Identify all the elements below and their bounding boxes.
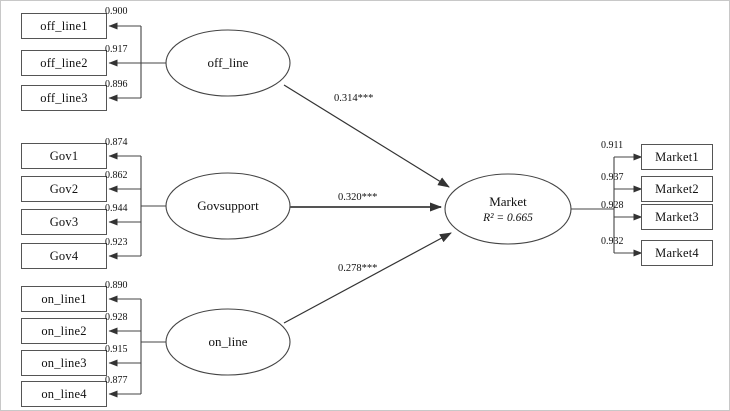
indicator-box-on_line3[interactable]: on_line3 [21,350,107,376]
loading-label-Market1: 0.911 [601,140,624,151]
indicator-box-off_line3[interactable]: off_line3 [21,85,107,111]
indicator-box-on_line2[interactable]: on_line2 [21,318,107,344]
loading-label-on_line2: 0.928 [105,312,128,323]
indicator-box-Market3[interactable]: Market3 [641,204,713,230]
indicator-box-on_line1[interactable]: on_line1 [21,286,107,312]
loading-label-on_line1: 0.890 [105,280,128,291]
indicator-box-off_line2[interactable]: off_line2 [21,50,107,76]
indicator-box-off_line1[interactable]: off_line1 [21,13,107,39]
loading-label-Gov4: 0.923 [105,237,128,248]
path-label-on_line-to-market: 0.278*** [338,263,378,274]
indicator-box-Gov1[interactable]: Gov1 [21,143,107,169]
indicator-box-Gov3[interactable]: Gov3 [21,209,107,235]
loading-label-Market2: 0.937 [601,172,624,183]
loading-label-on_line4: 0.877 [105,375,128,386]
loading-label-on_line3: 0.915 [105,344,128,355]
loading-label-Market3: 0.928 [601,200,624,211]
indicator-box-Market1[interactable]: Market1 [641,144,713,170]
loading-label-Gov2: 0.862 [105,170,128,181]
indicator-box-Gov4[interactable]: Gov4 [21,243,107,269]
loading-label-off_line2: 0.917 [105,44,128,55]
indicator-box-on_line4[interactable]: on_line4 [21,381,107,407]
path-label-govsupport-to-market: 0.320*** [338,192,378,203]
indicator-box-Gov2[interactable]: Gov2 [21,176,107,202]
loading-label-Market4: 0.932 [601,236,624,247]
indicator-box-Market4[interactable]: Market4 [641,240,713,266]
path-label-off_line-to-market: 0.314*** [334,93,374,104]
loading-label-off_line1: 0.900 [105,6,128,17]
loading-label-Gov3: 0.944 [105,203,128,214]
indicator-box-Market2[interactable]: Market2 [641,176,713,202]
loading-label-Gov1: 0.874 [105,137,128,148]
loading-label-off_line3: 0.896 [105,79,128,90]
